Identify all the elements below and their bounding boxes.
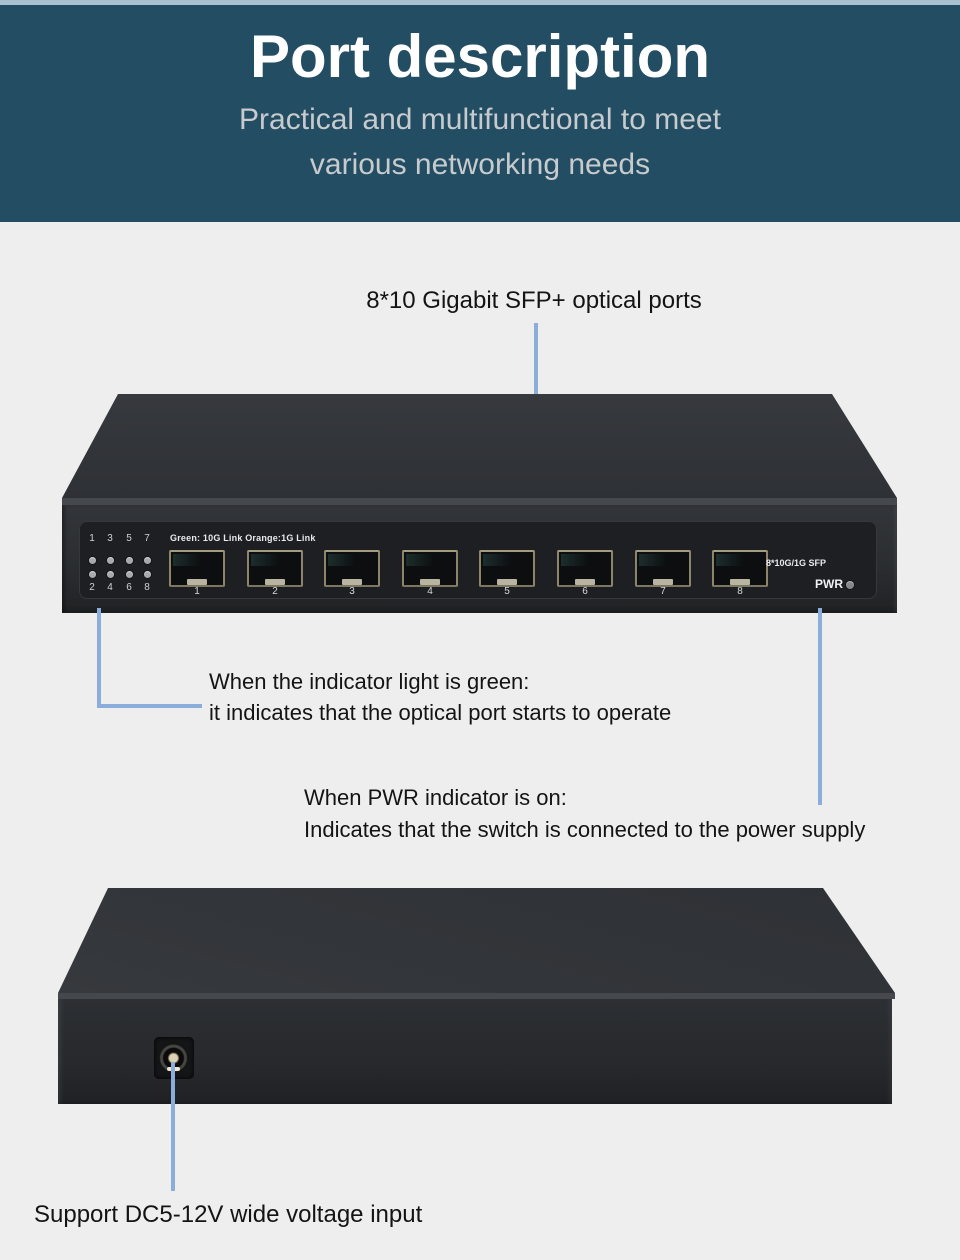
pointer-line-pwr [818, 608, 822, 805]
port-number-label-8: 8 [737, 586, 743, 597]
sfp-port-cage-1 [169, 550, 225, 587]
pwr-label: PWR [815, 577, 843, 591]
switch-status-panel: 1 3 5 7 2 4 6 8 Green: 10G Link Orange:1… [79, 521, 877, 599]
switch-rear-top-lip [58, 993, 895, 999]
port-number-label-1: 1 [194, 586, 200, 597]
annotation-green-led-line1: When the indicator light is green: [209, 669, 530, 694]
port-number-label-4: 4 [427, 586, 433, 597]
switch-front-top-lip [62, 498, 897, 505]
annotation-pwr: When PWR indicator is on: Indicates that… [304, 782, 865, 846]
pointer-line-led-horizontal [97, 704, 202, 708]
port-number-label-2: 2 [272, 586, 278, 597]
port-number-label-3: 3 [349, 586, 355, 597]
sfp-port-cage-8 [712, 550, 768, 587]
led-label-2: 2 [89, 582, 95, 593]
port-number-label-5: 5 [504, 586, 510, 597]
switch-rear-top-face [58, 888, 895, 993]
switch-front-face: 1 3 5 7 2 4 6 8 Green: 10G Link Orange:1… [62, 505, 897, 613]
led-indicator-dot-1 [89, 557, 96, 564]
led-label-1: 1 [89, 533, 95, 544]
sfp-port-cage-7 [635, 550, 691, 587]
led-indicator-dot-6 [126, 571, 133, 578]
switch-rear-face [58, 999, 892, 1104]
annotation-pwr-line2: Indicates that the switch is connected t… [304, 817, 866, 842]
sfp-port-cage-2 [247, 550, 303, 587]
annotation-dc-input: Support DC5-12V wide voltage input [34, 1201, 423, 1228]
switch-front-top-face [62, 394, 897, 498]
pointer-line-led-vertical [97, 608, 101, 708]
led-indicator-dot-5 [126, 557, 133, 564]
pwr-led-dot [846, 581, 854, 589]
top-strip-decoration [0, 0, 960, 5]
page-subtitle-line2: various networking needs [309, 148, 651, 181]
sfp-port-cage-5 [479, 550, 535, 587]
led-label-8: 8 [144, 582, 150, 593]
annotation-pwr-line1: When PWR indicator is on: [304, 785, 567, 810]
annotation-green-led: When the indicator light is green: it in… [209, 666, 671, 728]
page-subtitle-line1: Practical and multifunctional to meet [239, 103, 721, 136]
led-indicator-dot-7 [144, 557, 151, 564]
led-label-3: 3 [107, 533, 113, 544]
port-number-label-7: 7 [660, 586, 666, 597]
sfp-caption-text: 8*10G/1G SFP [766, 558, 827, 568]
led-label-5: 5 [126, 533, 132, 544]
header-banner: Port description Practical and multifunc… [0, 5, 960, 222]
led-label-4: 4 [107, 582, 113, 593]
led-indicator-dot-8 [144, 571, 151, 578]
led-indicator-dot-3 [107, 557, 114, 564]
led-label-6: 6 [126, 582, 132, 593]
sfp-port-cage-4 [402, 550, 458, 587]
led-legend-text: Green: 10G Link Orange:1G Link [170, 533, 316, 543]
led-label-7: 7 [144, 533, 150, 544]
led-indicator-dot-2 [89, 571, 96, 578]
annotation-sfp-ports: 8*10 Gigabit SFP+ optical ports [366, 287, 702, 314]
page-title: Port description [249, 23, 711, 90]
port-number-label-6: 6 [582, 586, 588, 597]
pointer-line-dc [171, 1062, 175, 1191]
sfp-port-cage-3 [324, 550, 380, 587]
annotation-green-led-line2: it indicates that the optical port start… [209, 700, 672, 725]
dc-power-jack [154, 1037, 194, 1079]
sfp-port-cage-6 [557, 550, 613, 587]
led-indicator-dot-4 [107, 571, 114, 578]
